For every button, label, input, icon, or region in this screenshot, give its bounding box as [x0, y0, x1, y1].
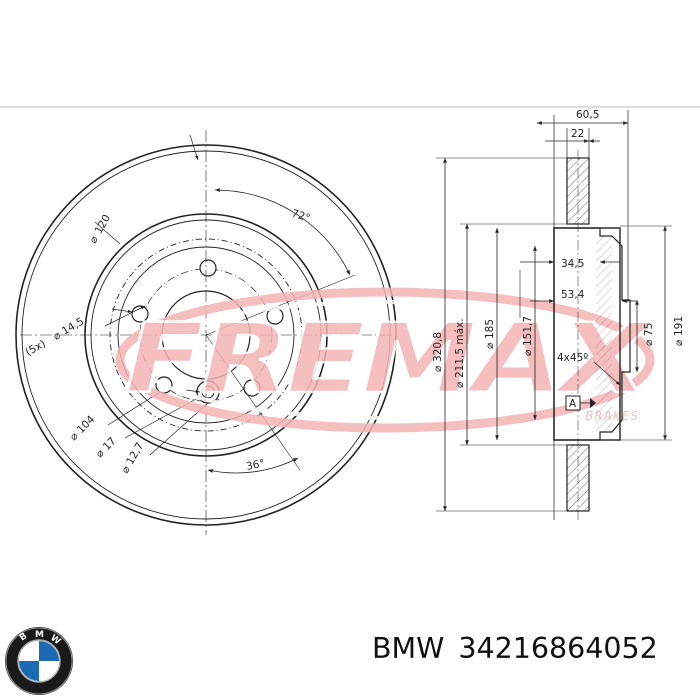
label-d191: 191: [673, 316, 685, 336]
label-d320-8: 320,8: [432, 332, 444, 362]
label-dia-symbol: ⌀: [87, 234, 101, 245]
label-w53-4: 53,4: [561, 289, 585, 301]
label-d14-5: 14,5: [60, 316, 86, 338]
label-d151-7: 151,7: [522, 316, 534, 346]
label-d120: 120: [93, 213, 113, 236]
bmw-logo: B M W: [5, 627, 73, 695]
label-d104: 104: [75, 413, 98, 436]
label-angle-36: 36°: [245, 457, 266, 473]
watermark-brand: FREMAX: [125, 303, 653, 415]
svg-text:⌀: ⌀: [51, 329, 62, 343]
label-d185: 185: [484, 319, 496, 339]
label-w34-5: 34,5: [561, 258, 584, 270]
part-caption: BMW 34216864052: [372, 632, 692, 665]
label-d75: 75: [643, 323, 655, 336]
label-d17: 17: [101, 435, 119, 453]
logo-letter-w: W: [48, 633, 62, 647]
svg-text:⌀: ⌀: [522, 350, 534, 356]
label-angle-72: 72°: [290, 207, 311, 224]
svg-text:⌀: ⌀: [484, 343, 496, 349]
front-view: [15, 130, 397, 535]
bolt-hole: [199, 259, 217, 277]
label-ref-a: A: [569, 398, 577, 410]
bolt-hole: [243, 379, 261, 397]
svg-text:⌀: ⌀: [673, 340, 685, 346]
label-w60-5: 60,5: [576, 109, 599, 121]
label-bolt-count: (5x): [24, 338, 48, 359]
label-d211-5: 211,5 máx.: [454, 318, 466, 378]
bolt-hole: [131, 305, 149, 323]
label-d12-7: 12,7: [124, 441, 146, 467]
footer-brand: BMW: [372, 632, 445, 665]
svg-text:⌀: ⌀: [119, 464, 133, 475]
side-view: [436, 110, 672, 520]
label-w22: 22: [571, 128, 584, 140]
logo-letter-m: M: [35, 630, 44, 640]
footer-part-number: 34216864052: [458, 632, 658, 665]
logo-letter-b: B: [18, 631, 29, 643]
svg-text:⌀: ⌀: [432, 366, 444, 372]
side-view-labels: 60,5 22 34,5 53,4 4x45º A ⌀ 320,8 ⌀ 211,…: [432, 109, 685, 410]
svg-text:⌀: ⌀: [643, 340, 655, 346]
label-chamfer: 4x45º: [557, 352, 588, 364]
svg-text:⌀: ⌀: [454, 382, 466, 388]
